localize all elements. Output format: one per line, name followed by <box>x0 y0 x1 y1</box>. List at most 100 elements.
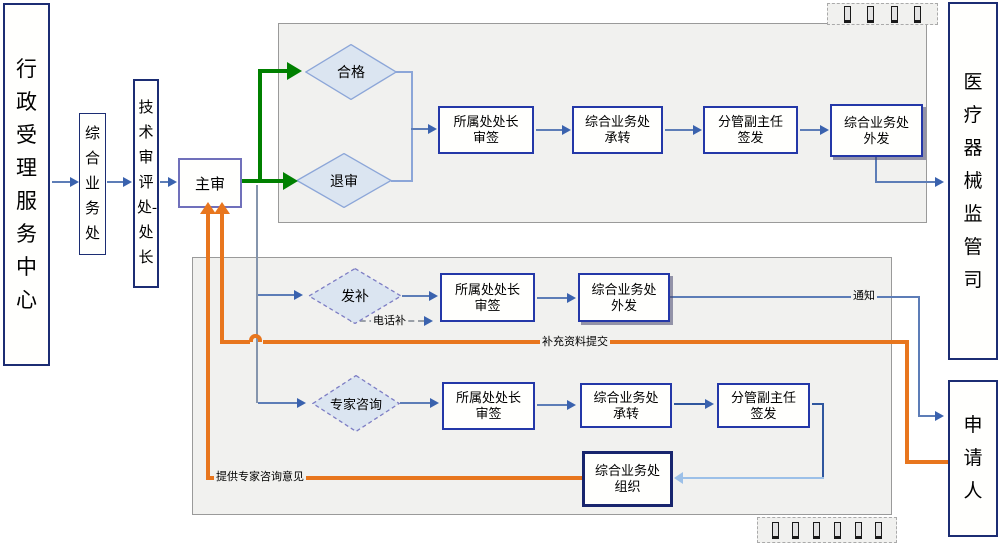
box-general-transfer-1: 综合业务处 承转 <box>572 106 663 154</box>
edge-supplement-submit-down-line <box>905 340 909 464</box>
edge-expert-opinion-arrow <box>200 202 216 214</box>
node-general-office: 综合业务处 <box>79 113 106 255</box>
box-dept-chief-sign-2: 所属处处长 审签 <box>440 273 535 322</box>
box-dept-chief-sign-1: 所属处处长 审签 <box>438 106 534 154</box>
edge-return-out-line <box>391 180 413 182</box>
edge-supplement-to-sign-line <box>402 295 430 297</box>
node-general-office-label: 综合业务处 <box>84 125 100 242</box>
box-dept-chief-sign-3: 所属处处长 审签 <box>442 382 535 430</box>
box-label: 承转 <box>604 130 631 145</box>
edge-qualified-out-line <box>396 71 413 73</box>
edge-supplement-submit-right-line <box>909 460 948 464</box>
edge-sign1-to-transfer-line <box>536 129 564 131</box>
node-device-regulator: 医疗器械监管司 <box>948 2 998 360</box>
edge-notify-to-applicant-arrow <box>935 411 944 421</box>
edge-transfer2-to-issue2-arrow <box>705 399 714 409</box>
decision-expert-consult-label: 专家咨询 <box>329 397 382 412</box>
edge-issue2-down-line <box>822 403 824 478</box>
decision-return-review-label: 退审 <box>330 174 358 190</box>
edge-issue2-out-line <box>812 403 824 405</box>
node-applicant-label: 申请人 <box>963 415 983 502</box>
edge-to-expert-arrow <box>297 398 306 408</box>
edge-issue-to-dispatch-line <box>800 129 822 131</box>
marker-bar <box>913 5 921 23</box>
marker-bar <box>833 521 841 539</box>
node-device-regulator-label: 医疗器械监管司 <box>963 71 983 291</box>
decision-qualified-label: 合格 <box>337 66 365 81</box>
edge-transfer-to-issue-arrow <box>693 125 702 135</box>
node-applicant: 申请人 <box>948 380 998 537</box>
edge-tech-to-chief-line <box>160 181 170 183</box>
top-marker-strip <box>827 3 938 25</box>
diamond-shape <box>312 375 400 432</box>
box-label: 分管副主任 <box>717 114 783 129</box>
marker-bar <box>844 5 852 23</box>
marker-bar <box>771 521 779 539</box>
node-tech-review-dept: 技术审评处-处长 <box>133 79 159 288</box>
edge-notify-down-line <box>918 296 920 417</box>
edge-admin-to-office-arrow <box>70 177 79 187</box>
edge-transfer2-to-issue2-line <box>674 403 707 405</box>
edge-merge-vertical-line <box>411 71 413 181</box>
diamond-shape <box>308 268 402 324</box>
edge-supplement-submit-hop <box>249 334 262 342</box>
marker-bar <box>854 521 862 539</box>
box-label: 所属处处长 <box>455 390 521 405</box>
node-admin-service-center: 行政受理服务中心 <box>3 3 50 366</box>
box-general-dispatch-1: 综合业务处 外发 <box>830 104 923 157</box>
edge-phone-supplement-label: 电话补 <box>371 315 408 327</box>
box-general-organize: 综合业务处 组织 <box>582 451 673 507</box>
edge-phone-supplement-arrow <box>424 316 433 326</box>
edge-sign3-to-transfer2-arrow <box>567 400 576 410</box>
box-general-transfer-2: 综合业务处 承转 <box>580 383 672 428</box>
box-label: 所属处处长 <box>454 281 520 297</box>
edge-tech-to-chief-arrow <box>168 177 177 187</box>
marker-bar <box>813 521 821 539</box>
decision-expert-consult: 专家咨询 <box>312 375 400 432</box>
box-label: 综合业务处 <box>584 114 650 129</box>
edge-expert-opinion-up-line <box>206 213 210 480</box>
box-label: 组织 <box>614 479 641 494</box>
edge-notify-to-applicant-line <box>920 415 936 417</box>
box-label: 审签 <box>472 130 499 145</box>
edge-dispatch-down-line <box>875 157 877 183</box>
edge-office-to-tech-line <box>107 181 124 183</box>
edge-chief-to-qualified-arrow <box>287 62 302 80</box>
box-label: 审签 <box>474 297 501 313</box>
box-label: 签发 <box>737 130 764 145</box>
box-label: 外发 <box>863 130 890 146</box>
node-chief-reviewer-label: 主审 <box>194 176 225 193</box>
diamond-shape <box>296 153 392 208</box>
box-general-dispatch-2: 综合业务处 外发 <box>578 273 670 322</box>
marker-bar <box>867 5 875 23</box>
edge-chief-to-return-line <box>242 179 284 183</box>
node-tech-review-dept-label: 技术审评处-处长 <box>137 100 157 266</box>
bottom-marker-strip <box>757 517 897 543</box>
edge-supplement-submit-arrow <box>214 202 230 214</box>
edge-to-supplement-arrow <box>294 290 303 300</box>
edge-expert-to-sign-line <box>400 402 431 404</box>
edge-chief-down-line <box>256 185 258 403</box>
box-label: 综合业务处 <box>593 389 659 405</box>
edge-supplement-submit-label: 补充资料提交 <box>540 336 610 348</box>
edge-expert-opinion-label: 提供专家咨询意见 <box>214 471 306 483</box>
edge-supplement-submit-up-line <box>220 213 224 344</box>
edge-merge-to-sign-line <box>411 128 429 130</box>
marker-bar <box>890 5 898 23</box>
marker-bar <box>792 521 800 539</box>
edge-to-supplement-line <box>258 294 294 296</box>
edge-sign1-to-transfer-arrow <box>562 125 571 135</box>
box-label: 签发 <box>750 405 777 421</box>
diamond-shape <box>305 44 397 100</box>
box-deputy-issue-2: 分管副主任 签发 <box>717 383 810 428</box>
edge-admin-to-office-line <box>52 181 71 183</box>
decision-supplement: 发补 <box>308 268 402 324</box>
box-label: 承转 <box>612 405 639 421</box>
edge-issue-to-dispatch-arrow <box>820 125 829 135</box>
edge-to-organize-line <box>680 477 824 479</box>
edge-expert-opinion-line <box>206 476 582 480</box>
edge-to-organize-arrow <box>674 472 683 484</box>
edge-sign2-to-dispatch2-line <box>537 297 569 299</box>
box-label: 分管副主任 <box>730 389 796 405</box>
